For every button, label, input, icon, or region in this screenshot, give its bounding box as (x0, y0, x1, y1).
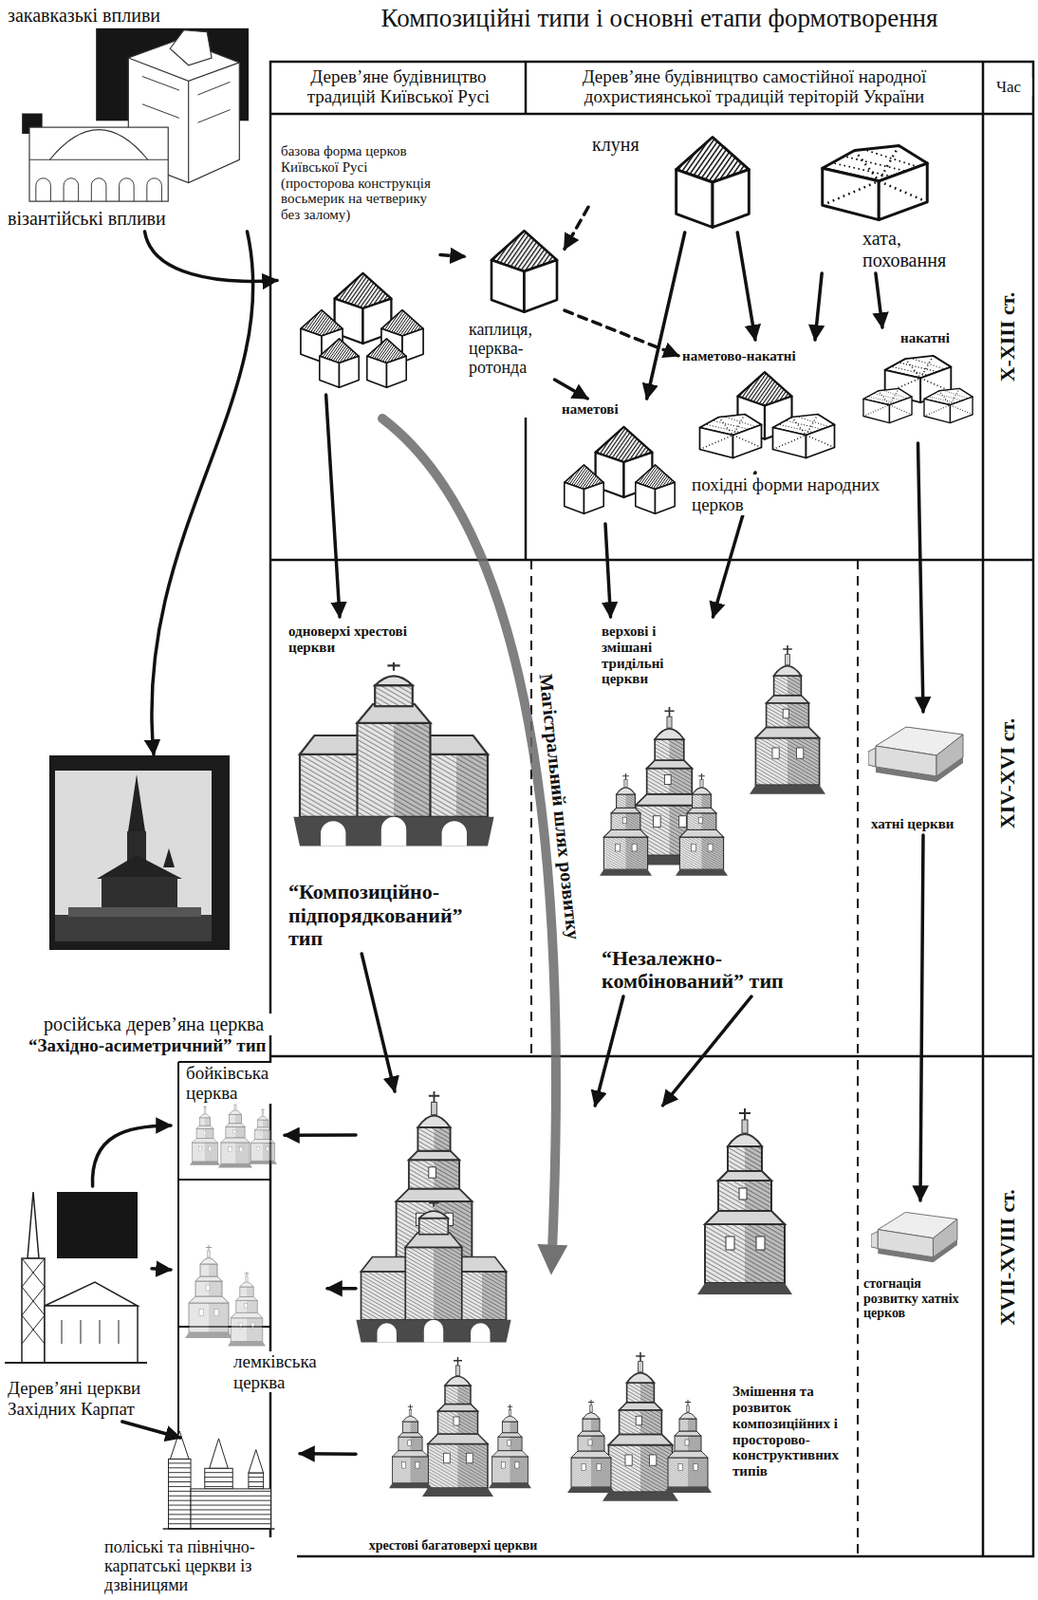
rotated-label: XVII-XVIII ст. (996, 1187, 1020, 1327)
node-label: візантійські впливи (6, 207, 167, 229)
connector-arrow (815, 273, 822, 340)
church-type-node: одноверхі хрестові церкви “Композиційно-п… (284, 616, 505, 954)
connector-arrow (361, 953, 395, 1092)
node-label: “Композиційно-підпорядкований” тип (287, 880, 502, 951)
table-label: Час (984, 77, 1033, 96)
side-panels (178, 1061, 271, 1471)
connector-arrow (663, 996, 753, 1106)
label-holder: похідні форми народних церков (690, 474, 905, 516)
node-label: російська дерев’яна церква (35, 1013, 273, 1035)
church-type-node: верхові і змішані тридільні церкви “Незал… (597, 616, 854, 997)
table-label: Дерев’яне будівництво традицій Київської… (275, 66, 522, 108)
church-type-node: Змішення та розвиток композиційних і про… (559, 1105, 854, 1509)
connector-arrow (92, 1125, 171, 1187)
node-label: накатні (899, 330, 951, 347)
church-type-node: наметові (557, 398, 677, 524)
church-type-node: закавказькі впливи візантійські впливи (3, 1, 260, 232)
connector-arrow (327, 1286, 356, 1291)
church-type-node: клуня (588, 130, 764, 233)
node-label: верхові і змішані тридільні церкви (600, 623, 696, 687)
node-label: наметові (560, 401, 620, 418)
connector-arrow (284, 1132, 356, 1137)
connector-arrow (145, 231, 279, 281)
church-type-node: каплиця, церква-ротонда (464, 225, 565, 380)
label-holder: Магістральний шлях розвитку (535, 671, 585, 942)
node-label: поліські та північно-карпатські церкви і… (103, 1537, 297, 1595)
label-holder: Дерев’яне будівництво самостійної народн… (531, 66, 978, 108)
node-label: базова форма церков Київської Русі (прос… (279, 143, 438, 223)
connector-arrow (918, 443, 925, 712)
node-label: стогнація розвитку хатніх церков (862, 1276, 979, 1321)
node-label: “Незалежно-комбінований” тип (600, 946, 852, 994)
node-label: закавказькі впливи (6, 4, 162, 26)
connector-arrow (326, 394, 340, 617)
title-holder: Композиційні типи і основні етапи формот… (284, 3, 1035, 33)
connector-arrow (647, 232, 686, 399)
dashed-divider (531, 559, 858, 1557)
connector-arrow (151, 1268, 171, 1270)
node-label: Дерев’яні церкви Західних Карпат (6, 1377, 149, 1419)
church-type-node: російська дерев’яна церква“Західно-асиме… (24, 754, 283, 1058)
node-label: хатні церкви (870, 815, 955, 833)
label-holder: Час (984, 77, 1033, 96)
table-label: похідні форми народних церков (690, 474, 905, 516)
node-label: одноверхі хрестові церкви (287, 623, 416, 656)
church-type-node: бойківська церква (170, 1059, 285, 1169)
church-type-node: наметово-накатні (678, 339, 850, 473)
connector-arrow (151, 231, 254, 755)
label-holder: X-XIII ст. (996, 291, 1020, 384)
connector-arrow (605, 523, 612, 617)
node-label: клуня (591, 133, 641, 155)
rotated-label: X-XIII ст. (996, 291, 1020, 384)
church-type-node: хатні церкви (865, 711, 982, 835)
church-type-node: хата, поховання (806, 140, 961, 274)
connector-arrow (737, 232, 756, 340)
node-label: Змішення та розвиток композиційних і про… (731, 1383, 852, 1480)
node-label: лемківська церква (232, 1351, 325, 1392)
connector-arrow (555, 379, 589, 399)
connector-arrow (920, 834, 924, 1201)
node-label: “Західно-асиметричний” тип (27, 1035, 268, 1056)
rotated-label: Магістральний шлях розвитку (535, 671, 585, 942)
church-type-node: Дерев’яні церкви Західних Карпат (3, 1186, 152, 1422)
church-drawings (4, 28, 973, 1529)
connector-arrow (440, 255, 465, 258)
church-type-node: хрестові багатоверхі церкви (355, 1091, 551, 1557)
diagram-title: Композиційні типи і основні етапи формот… (380, 3, 940, 33)
church-type-node: лемківська церква (170, 1238, 328, 1395)
label-holder: Дерев’яне будівництво традицій Київської… (275, 66, 522, 108)
connector-arrow (122, 1421, 181, 1438)
table-grid (270, 61, 1034, 1557)
connector-arrow (564, 206, 589, 249)
rotated-label: XIV-XVI ст. (996, 717, 1020, 830)
connector-arrow (594, 996, 624, 1106)
connector-arrow (299, 1451, 356, 1456)
label-holder: XVII-XVIII ст. (996, 1187, 1020, 1327)
label-holder: XIV-XVI ст. (996, 717, 1020, 830)
church-type-node: накатні (858, 327, 978, 444)
church-type-node: стогнація розвитку хатніх церков (859, 1200, 982, 1324)
connector-arrow (875, 273, 883, 328)
node-label: хрестові багатоверхі церкви (368, 1538, 539, 1554)
node-label: каплиця, церква-ротонда (467, 319, 562, 377)
table-label: Дерев’яне будівництво самостійної народн… (531, 66, 978, 108)
church-type-node: поліські та північно-карпатські церкви і… (100, 1437, 300, 1597)
node-label: наметово-накатні (681, 348, 798, 365)
node-label: бойківська церква (185, 1062, 282, 1104)
node-label: хата, поховання (861, 227, 958, 271)
church-type-node: базова форма церков Київської Русі (прос… (277, 140, 441, 395)
